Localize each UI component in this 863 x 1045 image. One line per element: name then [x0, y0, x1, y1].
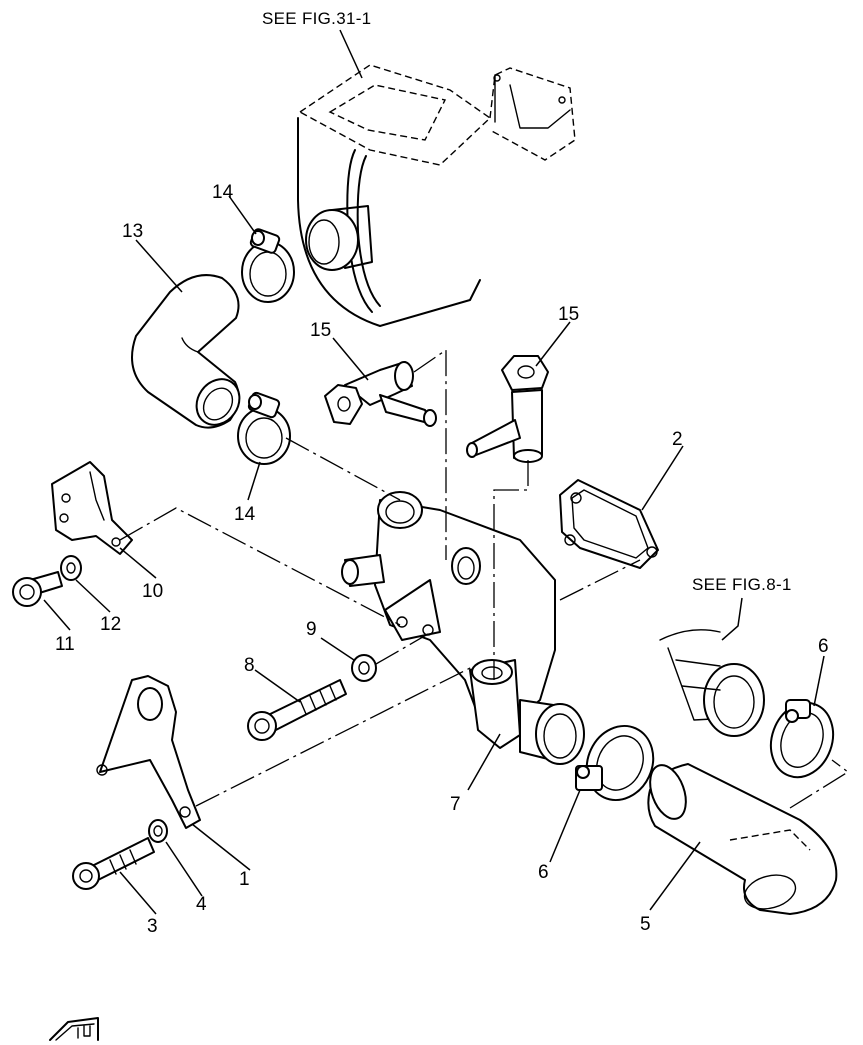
part-number-6-lower: 6: [538, 862, 549, 883]
gasket-2: [559, 479, 659, 569]
washer-12: [60, 555, 82, 581]
part-number-13: 13: [122, 221, 143, 242]
part-number-8: 8: [244, 655, 255, 676]
part-number-6-upper: 6: [818, 636, 829, 657]
part-number-15-right: 15: [558, 304, 579, 325]
part-number-1: 1: [239, 869, 250, 890]
see-fig-31-1-label: SEE FIG.31-1: [262, 9, 371, 28]
part-number-15-left: 15: [310, 320, 331, 341]
washer-4: [148, 819, 168, 843]
hose-13: [131, 274, 241, 429]
part-number-10: 10: [142, 581, 163, 602]
assembly-lines: [119, 348, 850, 809]
part-number-2: 2: [672, 429, 683, 450]
bracket-10: [51, 461, 133, 555]
part-number-3: 3: [147, 916, 158, 937]
hose-clamp-14-upper: [241, 228, 295, 303]
hose-clamp-14-lower: [237, 391, 291, 465]
bracket-1: [96, 675, 201, 829]
drain-cock-15-right: [466, 355, 549, 463]
see-fig-31-1-leader: [339, 29, 363, 79]
manual-book-icon: [49, 1017, 99, 1041]
see-fig-8-1-leader: [721, 597, 743, 641]
hose-clamp-6-upper: [769, 699, 835, 779]
reference-tank: [297, 64, 576, 327]
part-number-4: 4: [196, 894, 207, 915]
bolt-11: [12, 571, 63, 607]
part-number-7: 7: [450, 794, 461, 815]
part-number-12: 12: [100, 614, 121, 635]
part-number-14-upper: 14: [212, 182, 234, 203]
thermostat-housing-7: [341, 491, 585, 765]
see-fig-8-1-label: SEE FIG.8-1: [692, 575, 792, 594]
part-number-14-lower: 14: [234, 504, 256, 525]
bolt-8: [247, 679, 347, 741]
drain-cock-15-left: [324, 361, 437, 427]
leader-lines: [43, 195, 825, 915]
hose-clamp-6-lower: [575, 725, 655, 801]
part-number-labels: 1 2 3 4 5 6 6 7 8 9 10 11 12 13 14 14 15…: [55, 182, 829, 937]
part-number-9: 9: [306, 619, 317, 640]
part-number-5: 5: [640, 914, 651, 935]
hose-5: [647, 763, 838, 915]
reference-pipe: [659, 629, 765, 737]
part-number-11: 11: [55, 634, 75, 655]
washer-9: [351, 654, 377, 682]
bolt-3: [72, 837, 155, 890]
